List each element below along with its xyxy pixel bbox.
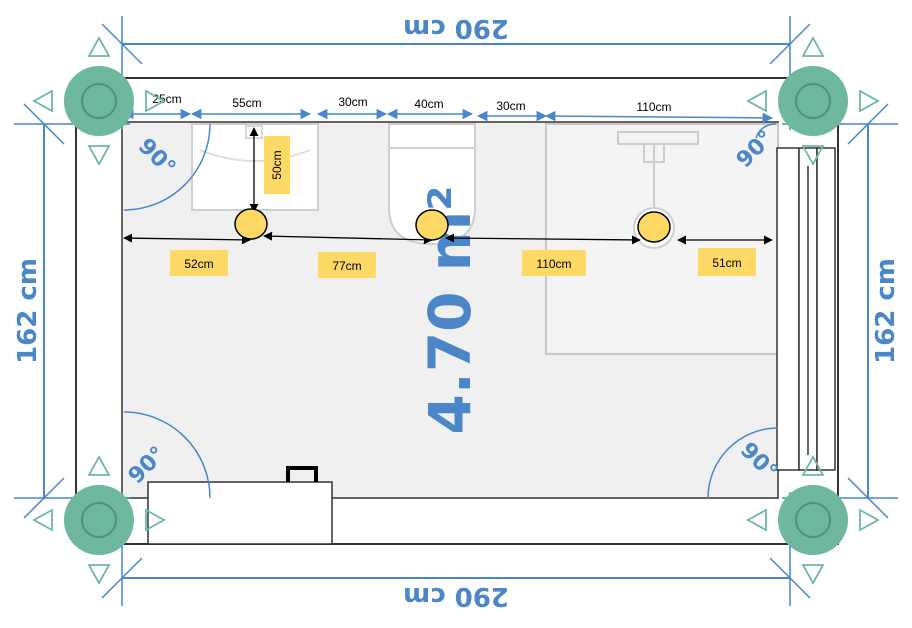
arrow-right-icon[interactable] bbox=[859, 89, 880, 113]
measurement-lines bbox=[123, 127, 773, 245]
arrow-up-icon[interactable] bbox=[801, 36, 825, 57]
arrow-down-icon[interactable] bbox=[87, 564, 111, 585]
segment-110 bbox=[544, 110, 774, 124]
vertical-50-label: 50cm bbox=[270, 150, 284, 179]
top-segment-dimensions bbox=[122, 108, 774, 124]
segment-30a-label: 30cm bbox=[338, 95, 367, 109]
label-51: 51cm bbox=[712, 256, 741, 270]
label-77: 77cm bbox=[332, 259, 361, 273]
bottom-width-label: 290 cm bbox=[403, 581, 509, 611]
arrow-right-icon[interactable] bbox=[145, 89, 166, 113]
label-52: 52cm bbox=[184, 257, 213, 271]
arrow-left-icon[interactable] bbox=[746, 89, 767, 113]
segment-30b-label: 30cm bbox=[496, 99, 525, 113]
measure-52 bbox=[123, 233, 251, 245]
arrow-up-icon[interactable] bbox=[87, 36, 111, 57]
basin-marker bbox=[234, 208, 268, 240]
arrow-down-icon[interactable] bbox=[801, 145, 825, 166]
label-box-110 bbox=[522, 250, 586, 276]
corner-handle-top-left[interactable] bbox=[64, 66, 134, 136]
segment-40-label: 40cm bbox=[414, 97, 443, 111]
segment-25-label: 25cm bbox=[152, 92, 181, 106]
arrow-left-icon[interactable] bbox=[32, 89, 53, 113]
label-box-52 bbox=[170, 250, 228, 276]
corner-handle-bottom-left[interactable] bbox=[64, 485, 134, 555]
arrow-left-icon[interactable] bbox=[746, 508, 767, 532]
arrow-up-icon[interactable] bbox=[87, 455, 111, 476]
measure-110 bbox=[445, 233, 641, 245]
angle-arcs bbox=[123, 123, 779, 499]
point-markers bbox=[234, 208, 671, 243]
washbasin bbox=[191, 123, 319, 211]
measure-77 bbox=[263, 231, 433, 245]
arrow-left-icon[interactable] bbox=[32, 508, 53, 532]
corner-handle-bottom-right[interactable] bbox=[778, 485, 848, 555]
arrow-right-icon[interactable] bbox=[859, 508, 880, 532]
resize-arrows[interactable] bbox=[32, 36, 880, 585]
corner-handle-top-right[interactable] bbox=[778, 66, 848, 136]
label-110: 110cm bbox=[536, 257, 571, 271]
vertical-50-box bbox=[264, 136, 290, 194]
arrow-down-icon[interactable] bbox=[801, 564, 825, 585]
arrow-up-icon[interactable] bbox=[801, 455, 825, 476]
left-height-label: 162 cm bbox=[13, 258, 43, 364]
shower-marker bbox=[637, 211, 671, 243]
label-box-51 bbox=[698, 248, 756, 276]
top-width-label: 290 cm bbox=[403, 13, 509, 43]
segment-110-label: 110cm bbox=[636, 100, 671, 114]
label-box-77 bbox=[318, 252, 376, 278]
segment-55-label: 55cm bbox=[232, 96, 261, 110]
right-height-label: 162 cm bbox=[871, 258, 901, 364]
radiator bbox=[776, 147, 836, 471]
arrow-right-icon[interactable] bbox=[145, 508, 166, 532]
door bbox=[147, 466, 333, 545]
toilet-marker bbox=[415, 209, 449, 241]
arrow-down-icon[interactable] bbox=[87, 145, 111, 166]
